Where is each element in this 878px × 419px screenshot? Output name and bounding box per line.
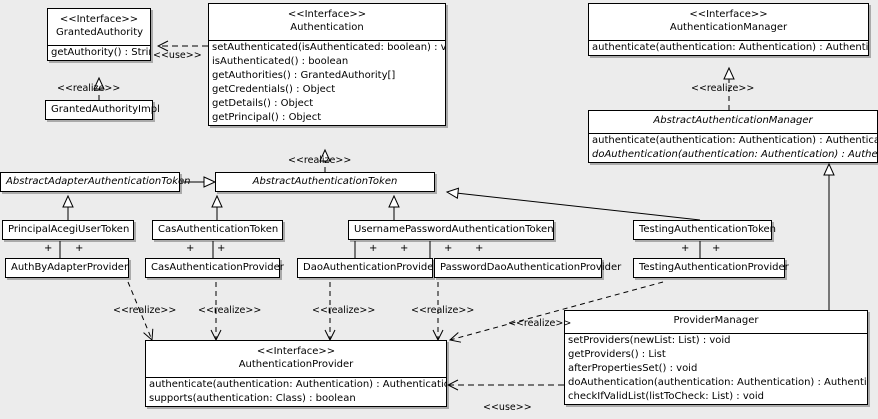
class-name: AbstractAuthenticationToken: [252, 176, 398, 187]
edge-label-realize-auth-by-adapter: <<realize>>: [113, 305, 177, 316]
association-marker: +: [217, 243, 226, 254]
edge-label-realize-dao: <<realize>>: [312, 305, 376, 316]
stereotype-label: <<Interface>>: [59, 14, 139, 25]
class-name: Authentication: [290, 22, 364, 33]
class-header: <<Interface>> AuthenticationManager: [589, 4, 868, 40]
class-authentication-manager[interactable]: <<Interface>> AuthenticationManager auth…: [588, 3, 869, 56]
edge-label-use-provider-manager: <<use>>: [483, 402, 532, 413]
class-header: <<Interface>> Authentication: [209, 4, 445, 40]
method-item: getDetails() : Object: [212, 98, 314, 109]
method-compartment: setAuthenticated(isAuthenticated: boolea…: [209, 40, 445, 125]
class-header: AbstractAuthenticationManager: [589, 111, 877, 133]
class-principal-acegi-user-token[interactable]: PrincipalAcegiUserToken: [2, 220, 134, 240]
class-name: AuthenticationManager: [669, 22, 788, 33]
class-name: CasAuthenticationProvider: [151, 262, 284, 273]
association-marker: +: [681, 243, 690, 254]
class-name: PrincipalAcegiUserToken: [8, 224, 130, 235]
class-name: TestingAuthenticationToken: [639, 224, 777, 235]
class-header: ProviderManager: [565, 311, 867, 333]
association-marker: +: [186, 243, 195, 254]
class-name: AbstractAdapterAuthenticationToken: [6, 176, 191, 187]
method-compartment: authenticate(authentication: Authenticat…: [589, 133, 877, 162]
method-item: getProviders() : List: [568, 349, 666, 360]
association-marker: +: [44, 243, 53, 254]
method-compartment: getAuthority() : String: [48, 45, 150, 60]
association-marker: +: [369, 243, 378, 254]
class-abstract-authentication-token[interactable]: AbstractAuthenticationToken: [215, 172, 435, 192]
method-compartment: authenticate(authentication: Authenticat…: [589, 40, 868, 55]
class-name: TestingAuthenticationProvider: [639, 262, 789, 273]
method-item: doAuthentication(authentication: Authent…: [568, 377, 867, 388]
method-item: getCredentials() : Object: [212, 84, 336, 95]
class-name: DaoAuthenticationProvider: [303, 262, 438, 273]
stereotype-label: <<Interface>>: [287, 9, 367, 20]
method-item: isAuthenticated() : boolean: [212, 56, 349, 67]
class-password-dao-authentication-provider[interactable]: PasswordDaoAuthenticationProvider: [434, 258, 622, 278]
method-item: supports(authentication: Class) : boolea…: [149, 393, 356, 404]
stereotype-label: <<Interface>>: [256, 346, 336, 357]
edge-label-realize-abstract-authentication-token: <<realize>>: [288, 155, 352, 166]
method-item: getAuthority() : String: [51, 47, 150, 58]
method-item: setAuthenticated(isAuthenticated: boolea…: [212, 42, 445, 53]
class-authentication[interactable]: <<Interface>> Authentication setAuthenti…: [208, 3, 446, 126]
class-granted-authority[interactable]: <<Interface>> GrantedAuthority getAuthor…: [47, 8, 151, 61]
method-item: authenticate(authentication: Authenticat…: [592, 42, 868, 53]
class-testing-authentication-provider[interactable]: TestingAuthenticationProvider: [633, 258, 789, 278]
edge-label-realize-testing: <<realize>>: [508, 318, 572, 329]
class-authentication-provider[interactable]: <<Interface>> AuthenticationProvider aut…: [145, 340, 447, 407]
method-item: authenticate(authentication: Authenticat…: [592, 135, 877, 146]
class-name: PasswordDaoAuthenticationProvider: [440, 262, 622, 273]
class-username-password-authentication-token[interactable]: UsernamePasswordAuthenticationToken: [348, 220, 554, 240]
class-dao-authentication-provider[interactable]: DaoAuthenticationProvider: [297, 258, 438, 278]
class-name: AbstractAuthenticationManager: [653, 115, 813, 126]
method-item: getPrincipal() : Object: [212, 112, 322, 123]
class-name: AuthByAdapterProvider: [11, 262, 129, 273]
class-name: ProviderManager: [673, 315, 759, 326]
method-item: getAuthorities() : GrantedAuthority[]: [212, 70, 396, 81]
method-item: doAuthentication(authentication: Authent…: [592, 149, 877, 160]
class-cas-authentication-provider[interactable]: CasAuthenticationProvider: [145, 258, 284, 278]
class-abstract-adapter-authentication-token[interactable]: AbstractAdapterAuthenticationToken: [0, 172, 191, 192]
class-provider-manager[interactable]: ProviderManager setProviders(newList: Li…: [564, 310, 868, 405]
method-item: afterPropertiesSet() : void: [568, 363, 698, 374]
method-item: checkIfValidList(listToCheck: List) : vo…: [568, 391, 765, 402]
class-name: UsernamePasswordAuthenticationToken: [354, 224, 554, 235]
method-item: setProviders(newList: List) : void: [568, 335, 731, 346]
edge-label-realize-granted-authority-impl: <<realize>>: [57, 83, 121, 94]
edge-label-realize-cas: <<realize>>: [198, 305, 262, 316]
class-header: <<Interface>> AuthenticationProvider: [146, 341, 446, 377]
class-name: GrantedAuthority: [56, 27, 144, 38]
edge-label-realize-password-dao: <<realize>>: [411, 305, 475, 316]
class-testing-authentication-token[interactable]: TestingAuthenticationToken: [633, 220, 777, 240]
class-cas-authentication-token[interactable]: CasAuthenticationToken: [152, 220, 283, 240]
association-marker: +: [400, 243, 409, 254]
edge-label-use-granted-authority: <<use>>: [153, 50, 202, 61]
class-name: AuthenticationProvider: [238, 359, 354, 370]
class-abstract-authentication-manager[interactable]: AbstractAuthenticationManager authentica…: [588, 110, 878, 163]
class-name: GrantedAuthorityImpl: [51, 104, 160, 115]
class-name: CasAuthenticationToken: [158, 224, 279, 235]
association-marker: +: [712, 243, 721, 254]
method-item: authenticate(authentication: Authenticat…: [149, 379, 446, 390]
association-marker: +: [444, 243, 453, 254]
method-compartment: setProviders(newList: List) : void getPr…: [565, 333, 867, 404]
edge-label-realize-abstract-authentication-manager: <<realize>>: [691, 83, 755, 94]
association-marker: +: [475, 243, 484, 254]
method-compartment: authenticate(authentication: Authenticat…: [146, 377, 446, 406]
class-granted-authority-impl[interactable]: GrantedAuthorityImpl: [45, 100, 160, 120]
association-marker: +: [75, 243, 84, 254]
stereotype-label: <<Interface>>: [689, 9, 768, 20]
class-auth-by-adapter-provider[interactable]: AuthByAdapterProvider: [5, 258, 129, 278]
class-header: <<Interface>> GrantedAuthority: [48, 9, 150, 45]
